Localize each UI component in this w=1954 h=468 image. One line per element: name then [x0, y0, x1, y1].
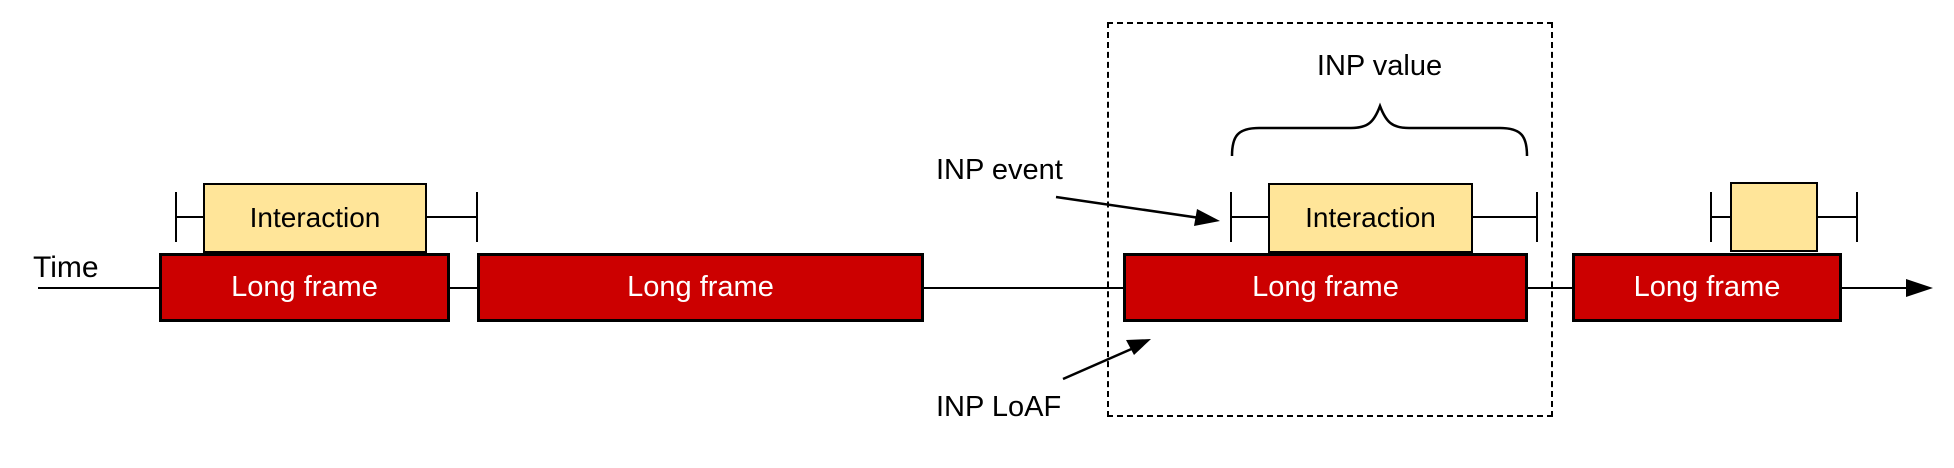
long-frame-label: Long frame: [1252, 271, 1399, 303]
time-axis-label: Time: [33, 251, 99, 284]
long-frame-label: Long frame: [627, 271, 774, 303]
interaction-2-range-ticks: [1230, 192, 1538, 242]
interaction-box-1: Interaction: [203, 183, 427, 253]
interaction-3-range-ticks: [1710, 192, 1858, 242]
inp-loaf-arrow: [1062, 339, 1151, 381]
inp-loaf-arrowhead-icon: [1126, 339, 1151, 355]
long-frame-box-4: Long frame: [1572, 253, 1842, 322]
interaction-label: Interaction: [1305, 202, 1436, 233]
long-frame-label: Long frame: [1633, 271, 1781, 303]
inp-event-arrowhead-icon: [1194, 209, 1220, 226]
inp-event-arrow-line: [1055, 195, 1201, 220]
interaction-box-2: Interaction: [1268, 183, 1473, 253]
interaction-1-range-ticks: [175, 192, 478, 242]
inp-loaf-label: INP LoAF: [936, 391, 1062, 423]
long-frame-label: Long frame: [231, 271, 378, 303]
inp-loaf-arrow-line: [1062, 345, 1137, 381]
interaction-label: Interaction: [249, 202, 381, 233]
long-frame-box-1: Long frame: [159, 253, 450, 322]
inp-loaf-dashed-outline: [1107, 22, 1553, 417]
timeline-arrowhead-icon: [1906, 279, 1933, 297]
inp-event-arrow: [1055, 195, 1220, 226]
inp-value-brace: [1230, 102, 1529, 157]
interaction-box-3: [1730, 182, 1818, 252]
inp-value-label: INP value: [1316, 50, 1443, 82]
long-frame-box-3: Long frame: [1123, 253, 1528, 322]
inp-event-label: INP event: [936, 154, 1063, 186]
long-frame-box-2: Long frame: [477, 253, 924, 322]
